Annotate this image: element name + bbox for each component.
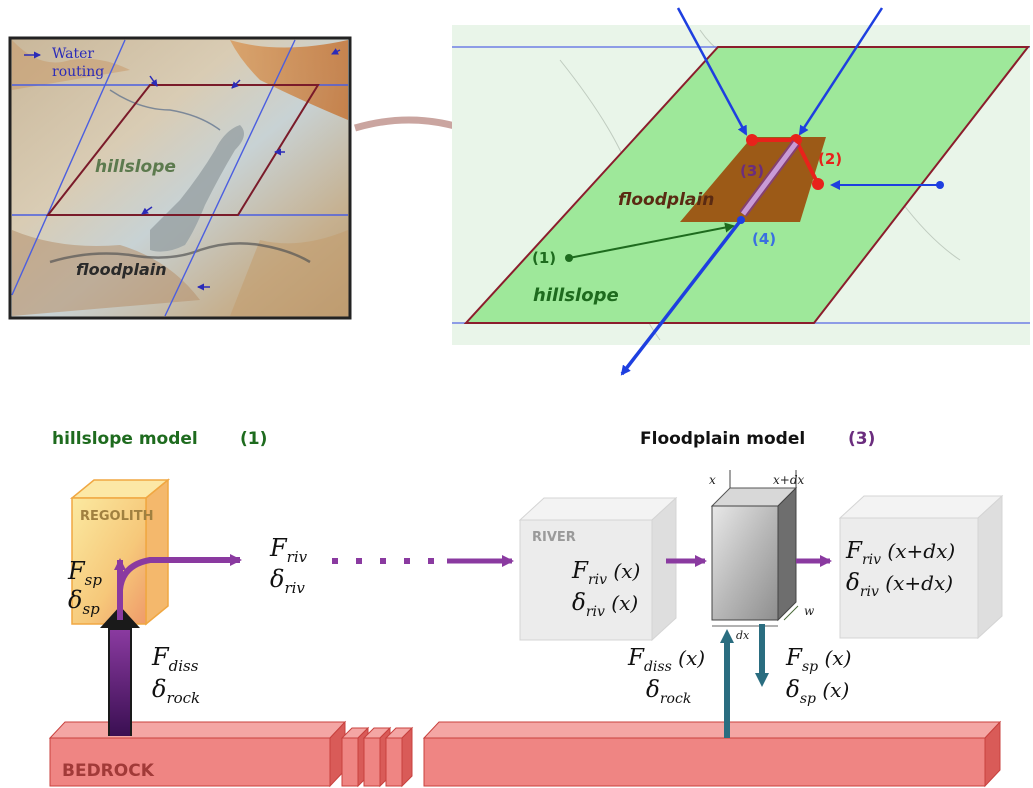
dotted-connector bbox=[332, 558, 434, 564]
f-sp-x-label: Fsp (x) bbox=[785, 645, 851, 675]
hillslope-model-number: (1) bbox=[240, 429, 267, 449]
bedrock: BEDROCK bbox=[48, 720, 1002, 788]
d-sp-x-label: δsp (x) bbox=[786, 677, 849, 707]
schematic-cell: floodplain hillslope (1) (2) (3) (4) bbox=[452, 7, 1031, 376]
dx-label: dx bbox=[736, 629, 750, 642]
d-rock-x-label: δrock bbox=[646, 677, 691, 707]
hillslope-model-title: hillslope model bbox=[52, 429, 198, 449]
marker-3: (3) bbox=[740, 162, 764, 180]
bedrock-label: BEDROCK bbox=[62, 761, 155, 781]
f-riv-label: Friv bbox=[269, 534, 308, 566]
regolith-box: REGOLITH bbox=[69, 478, 171, 626]
w-label: w bbox=[804, 604, 815, 618]
schematic-floodplain-label: floodplain bbox=[618, 190, 714, 210]
marker-4: (4) bbox=[752, 230, 776, 248]
x-label: x bbox=[709, 473, 716, 487]
x-dx-label: x+dx bbox=[773, 473, 805, 487]
control-volume: x x+dx dx w bbox=[709, 470, 815, 642]
schematic-hillslope-label: hillslope bbox=[533, 285, 619, 306]
water-routing-label-1: Water bbox=[52, 46, 94, 62]
d-riv-label: δriv bbox=[270, 565, 305, 597]
f-diss-label: Fdiss bbox=[151, 643, 199, 675]
marker-1: (1) bbox=[532, 249, 556, 267]
d-riv-xdx-label: δriv (x+dx) bbox=[846, 570, 953, 600]
floodplain-model-title: Floodplain model bbox=[640, 429, 805, 449]
f-riv-xdx-label: Friv (x+dx) bbox=[845, 538, 955, 568]
f-sp-label: Fsp bbox=[67, 557, 102, 589]
map-hillslope-label: hillslope bbox=[95, 157, 176, 177]
d-riv-x-label: δriv (x) bbox=[572, 590, 638, 620]
regolith-label: REGOLITH bbox=[80, 509, 153, 524]
river-box: RIVER bbox=[518, 496, 678, 642]
marker-2: (2) bbox=[818, 150, 842, 168]
f-riv-x-label: Friv (x) bbox=[571, 558, 640, 588]
river-label: RIVER bbox=[532, 530, 576, 545]
map-floodplain-label: floodplain bbox=[76, 260, 167, 279]
terrain-map: Water routing hillslope floodplain bbox=[8, 36, 352, 320]
d-sp-label: δsp bbox=[68, 586, 100, 618]
water-routing-label-2: routing bbox=[52, 64, 104, 80]
f-diss-x-label: Fdiss (x) bbox=[627, 645, 705, 675]
floodplain-model-number: (3) bbox=[848, 429, 875, 449]
d-rock-label: δrock bbox=[152, 675, 200, 707]
output-box bbox=[838, 494, 1004, 640]
